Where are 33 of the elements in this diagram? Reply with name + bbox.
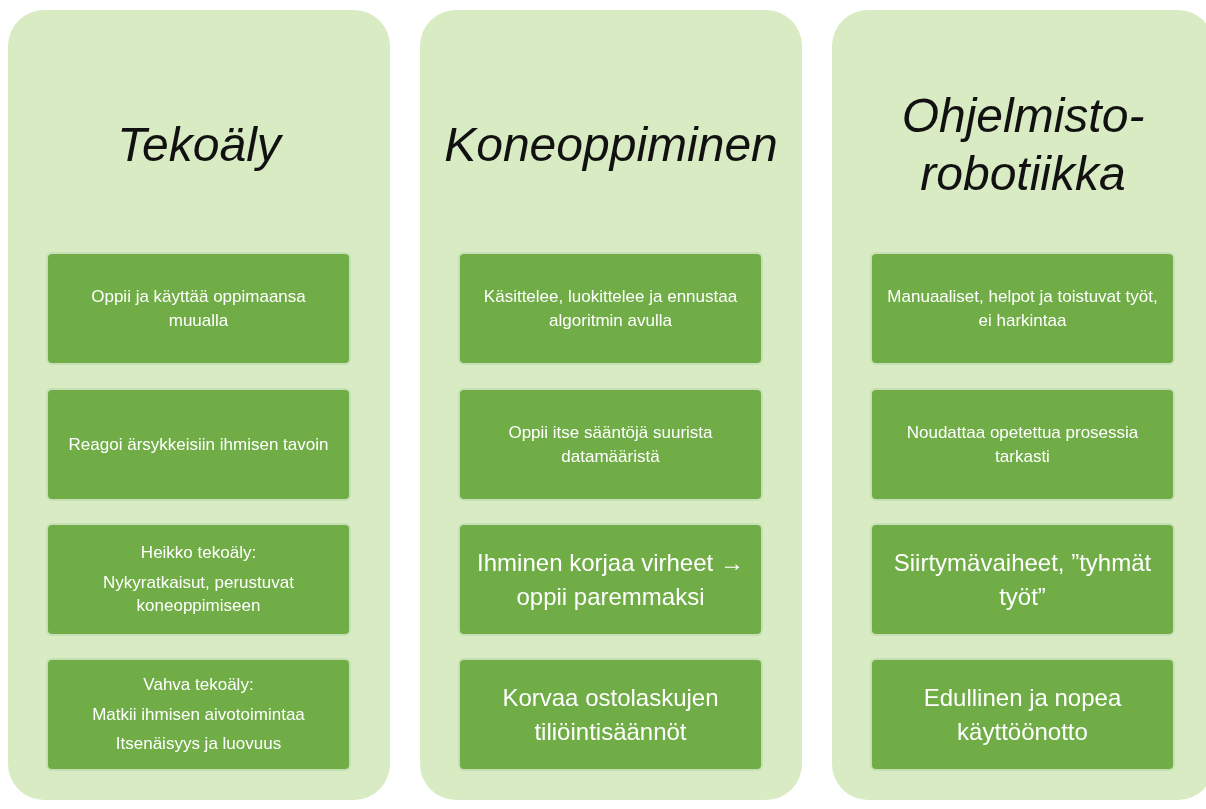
- info-box: [458, 252, 763, 365]
- info-box: [46, 388, 351, 501]
- column-heading: Tekoäly: [117, 117, 281, 173]
- box-text: Korvaa ostolaskujen tiliöintisäännöt: [501, 682, 720, 747]
- info-box: [46, 658, 351, 771]
- box-text: Itsenäisyys ja luovuus: [115, 733, 282, 756]
- box-text: Noudattaa opetettua prosessia tarkasti: [905, 421, 1140, 468]
- column-panel: [8, 10, 390, 800]
- info-box: [458, 523, 763, 636]
- info-box: [46, 523, 351, 636]
- box-text: Matkii ihmisen aivotoimintaa: [92, 703, 305, 726]
- box-text: Oppii ja käyttää oppimaansa muualla: [90, 285, 307, 332]
- box-heading: Heikko tekoäly:: [140, 541, 257, 564]
- column-heading: Ohjelmisto-robotiikka: [900, 88, 1146, 202]
- box-text: Siirtymävaiheet, ”tyhmät työt”: [892, 547, 1153, 612]
- info-box: [46, 252, 351, 365]
- box-text: Reagoi ärsykkeisiin ihmisen tavoin: [68, 433, 329, 456]
- box-text: Edullinen ja nopea käyttöönotto: [922, 682, 1123, 747]
- column-panel: [832, 10, 1206, 800]
- box-text: Nykyratkaisut, perustuvat koneoppimiseen: [102, 571, 295, 618]
- info-box: [870, 658, 1175, 771]
- info-box: [458, 658, 763, 771]
- box-text: Manuaaliset, helpot ja toistuvat työt, ei harkintaa: [886, 285, 1159, 332]
- box-text: Käsittelee, luokittelee ja ennustaa algoritmin avulla: [482, 285, 739, 332]
- box-heading: Vahva tekoäly:: [143, 673, 254, 696]
- info-box: [458, 388, 763, 501]
- box-text: Oppii itse sääntöjä suurista datamääristä: [507, 421, 714, 468]
- box-text: Ihminen korjaa virheet → oppii paremmaksi: [476, 547, 745, 612]
- info-box: [870, 523, 1175, 636]
- info-box: [870, 388, 1175, 501]
- info-box: [870, 252, 1175, 365]
- column-panel: [420, 10, 802, 800]
- column-heading: Koneoppiminen: [444, 117, 778, 173]
